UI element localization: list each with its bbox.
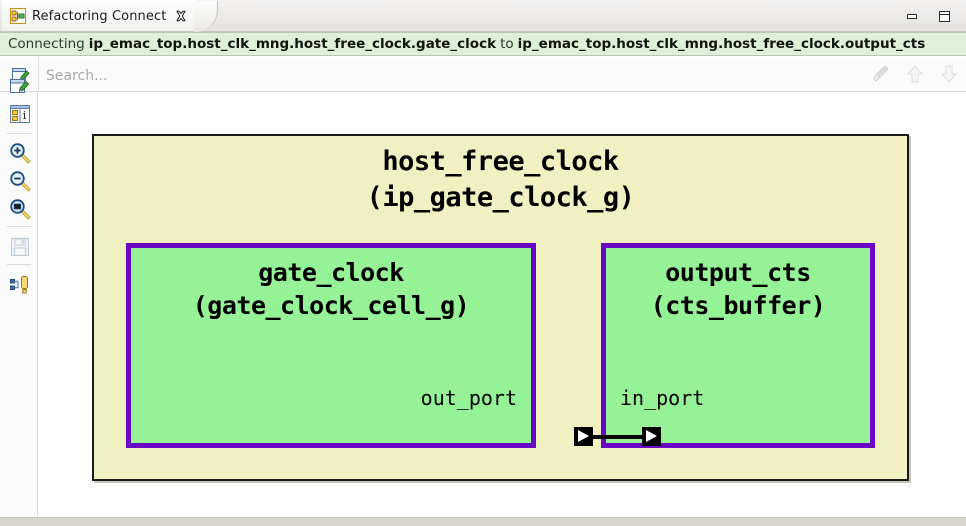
arrow-down-icon[interactable]: [938, 63, 960, 85]
toolbar-separator-3: [7, 264, 31, 265]
toolbar-item-hierarchy[interactable]: [9, 274, 31, 296]
title-bar: Refactoring Connect: [0, 0, 966, 32]
toolbar-item-zoom-fit[interactable]: [9, 198, 31, 220]
close-icon[interactable]: [174, 9, 188, 23]
connection-wire[interactable]: [583, 435, 648, 439]
search-bar: [0, 57, 966, 92]
connecting-source-path: ip_emac_top.host_clk_mng.host_free_clock…: [88, 36, 497, 52]
diagram-block-gate-clock[interactable]: gate_clock (gate_clock_cell_g) out_port: [126, 243, 536, 448]
connecting-to-label: to: [500, 36, 514, 52]
toolbar-item-save[interactable]: [9, 236, 31, 258]
port-marker-target[interactable]: [642, 427, 661, 446]
block-module-name: (cts_buffer): [650, 291, 826, 320]
arrow-right-icon: [646, 430, 657, 442]
outer-block-instance-name: host_free_clock: [382, 146, 619, 177]
block-instance-name: gate_clock: [258, 258, 404, 287]
connecting-label: Connecting: [8, 36, 85, 52]
outer-block-module-name: (ip_gate_clock_g): [366, 182, 635, 214]
connecting-target-path: ip_emac_top.host_clk_mng.host_free_clock…: [517, 36, 926, 52]
toolbar-item-properties[interactable]: i: [9, 103, 31, 125]
port-marker-source[interactable]: [574, 427, 593, 446]
toolbar-item-zoom-out[interactable]: [9, 170, 31, 192]
properties-icon: i: [10, 105, 30, 123]
zoom-fit-icon: [10, 199, 31, 220]
bottom-status-strip: [0, 517, 966, 526]
window-controls: [904, 0, 960, 31]
maximize-icon[interactable]: [936, 8, 952, 24]
arrow-right-icon: [578, 430, 589, 442]
toolbar-separator-2: [7, 226, 31, 227]
hierarchy-pin-icon: [10, 276, 28, 294]
toolbar-item-search-edit[interactable]: [9, 75, 31, 97]
diagram-canvas[interactable]: host_free_clock (ip_gate_clock_g) gate_c…: [39, 92, 966, 517]
minimize-icon[interactable]: [904, 8, 920, 24]
search-edit-icon: [10, 79, 30, 93]
clear-broom-icon[interactable]: [870, 63, 892, 85]
block-instance-name: output_cts: [665, 258, 811, 287]
search-divider: [38, 57, 39, 92]
diagram-block-output-cts[interactable]: output_cts (cts_buffer) in_port: [601, 243, 875, 448]
connecting-status-bar: Connecting ip_emac_top.host_clk_mng.host…: [0, 32, 966, 56]
save-icon: [11, 238, 29, 256]
diagram-outer-block[interactable]: host_free_clock (ip_gate_clock_g) gate_c…: [92, 134, 909, 481]
search-input[interactable]: [44, 65, 828, 87]
arrow-up-icon[interactable]: [904, 63, 926, 85]
tab-title: Refactoring Connect: [32, 8, 167, 24]
hierarchy-icon: [10, 8, 26, 24]
block-title: gate_clock (gate_clock_cell_g): [131, 256, 531, 322]
search-tools: [870, 57, 960, 91]
port-label-in-port[interactable]: in_port: [620, 386, 705, 410]
toolbar-rail: i: [0, 79, 38, 517]
zoom-in-icon: [10, 143, 31, 164]
zoom-out-icon: [10, 171, 31, 192]
toolbar-item-zoom-in[interactable]: [9, 142, 31, 164]
block-title: output_cts (cts_buffer): [606, 256, 870, 322]
svg-text:i: i: [23, 109, 27, 122]
outer-block-title: host_free_clock (ip_gate_clock_g): [94, 144, 907, 217]
toolbar-separator-1: [7, 133, 31, 134]
port-label-out-port[interactable]: out_port: [420, 386, 517, 410]
tab-refactoring-connect[interactable]: Refactoring Connect: [2, 0, 219, 32]
block-module-name: (gate_clock_cell_g): [192, 291, 470, 320]
